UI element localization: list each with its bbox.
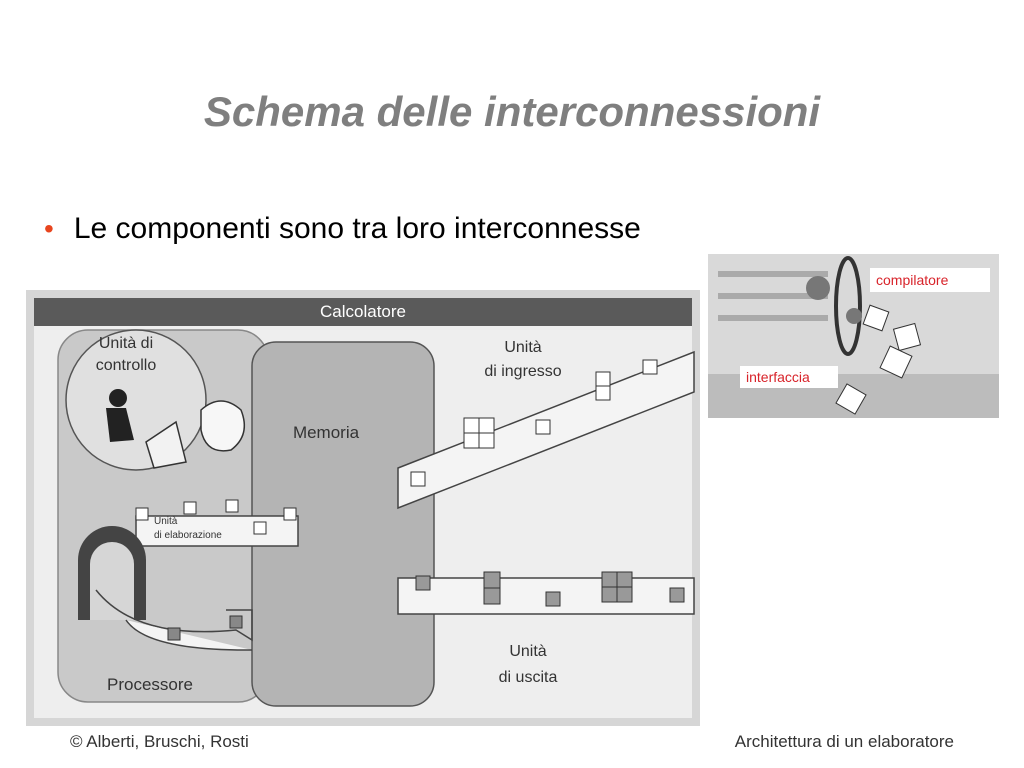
data-packet (535, 419, 551, 435)
output-unit-label-2: di uscita (499, 669, 558, 686)
data-packet (225, 499, 239, 513)
processing-unit-label-1: Unità (154, 516, 178, 527)
speech-scroll-icon (200, 400, 246, 452)
megaphone-icon (145, 420, 187, 469)
data-packet (283, 507, 297, 521)
bullet-text: Le componenti sono tra loro interconness… (73, 212, 641, 245)
compiler-interface-inset: compilatore interfaccia (708, 254, 999, 418)
header-label: Calcolatore (320, 302, 406, 321)
data-packet (669, 587, 685, 603)
operator-head (109, 389, 127, 407)
data-packet (879, 345, 913, 379)
data-packet (892, 322, 922, 352)
data-packet (135, 507, 149, 521)
ring-icon (834, 256, 862, 356)
footer-course-title: Architettura di un elaboratore (734, 732, 954, 751)
data-packet (229, 615, 243, 629)
bullet-item: • Le componenti sono tra loro interconne… (44, 212, 641, 246)
control-unit-label-2: controllo (96, 357, 157, 374)
data-packet (253, 521, 267, 535)
input-unit-label-1: Unità (504, 339, 541, 356)
output-unit-label-1: Unità (509, 643, 546, 660)
data-packet (835, 383, 867, 415)
computer-schema-illustration: Calcolatore Unità di controllo Memoria U… (26, 290, 700, 726)
memory-label: Memoria (293, 423, 360, 442)
processing-unit-label-2: di elaborazione (154, 530, 222, 541)
interface-label: interfaccia (746, 369, 810, 385)
compiler-label: compilatore (876, 272, 949, 288)
slide-title: Schema delle interconnessioni (203, 88, 821, 135)
sphere-icon (806, 276, 830, 300)
footer-authors: © Alberti, Bruschi, Rosti (70, 732, 249, 751)
data-packet (167, 627, 181, 641)
input-unit-label-2: di ingresso (484, 363, 561, 380)
data-packet (862, 304, 890, 332)
header-band (34, 298, 692, 326)
processor-label: Processore (107, 675, 193, 694)
data-packet (545, 591, 561, 607)
data-packet (410, 471, 426, 487)
data-packet (642, 359, 658, 375)
operator-body (106, 408, 134, 442)
processor-return-conveyor (125, 619, 252, 651)
data-packet (183, 501, 197, 515)
bullet-dot-icon: • (44, 213, 54, 244)
data-packet (415, 575, 431, 591)
control-unit-label-1: Unità di (99, 335, 153, 352)
